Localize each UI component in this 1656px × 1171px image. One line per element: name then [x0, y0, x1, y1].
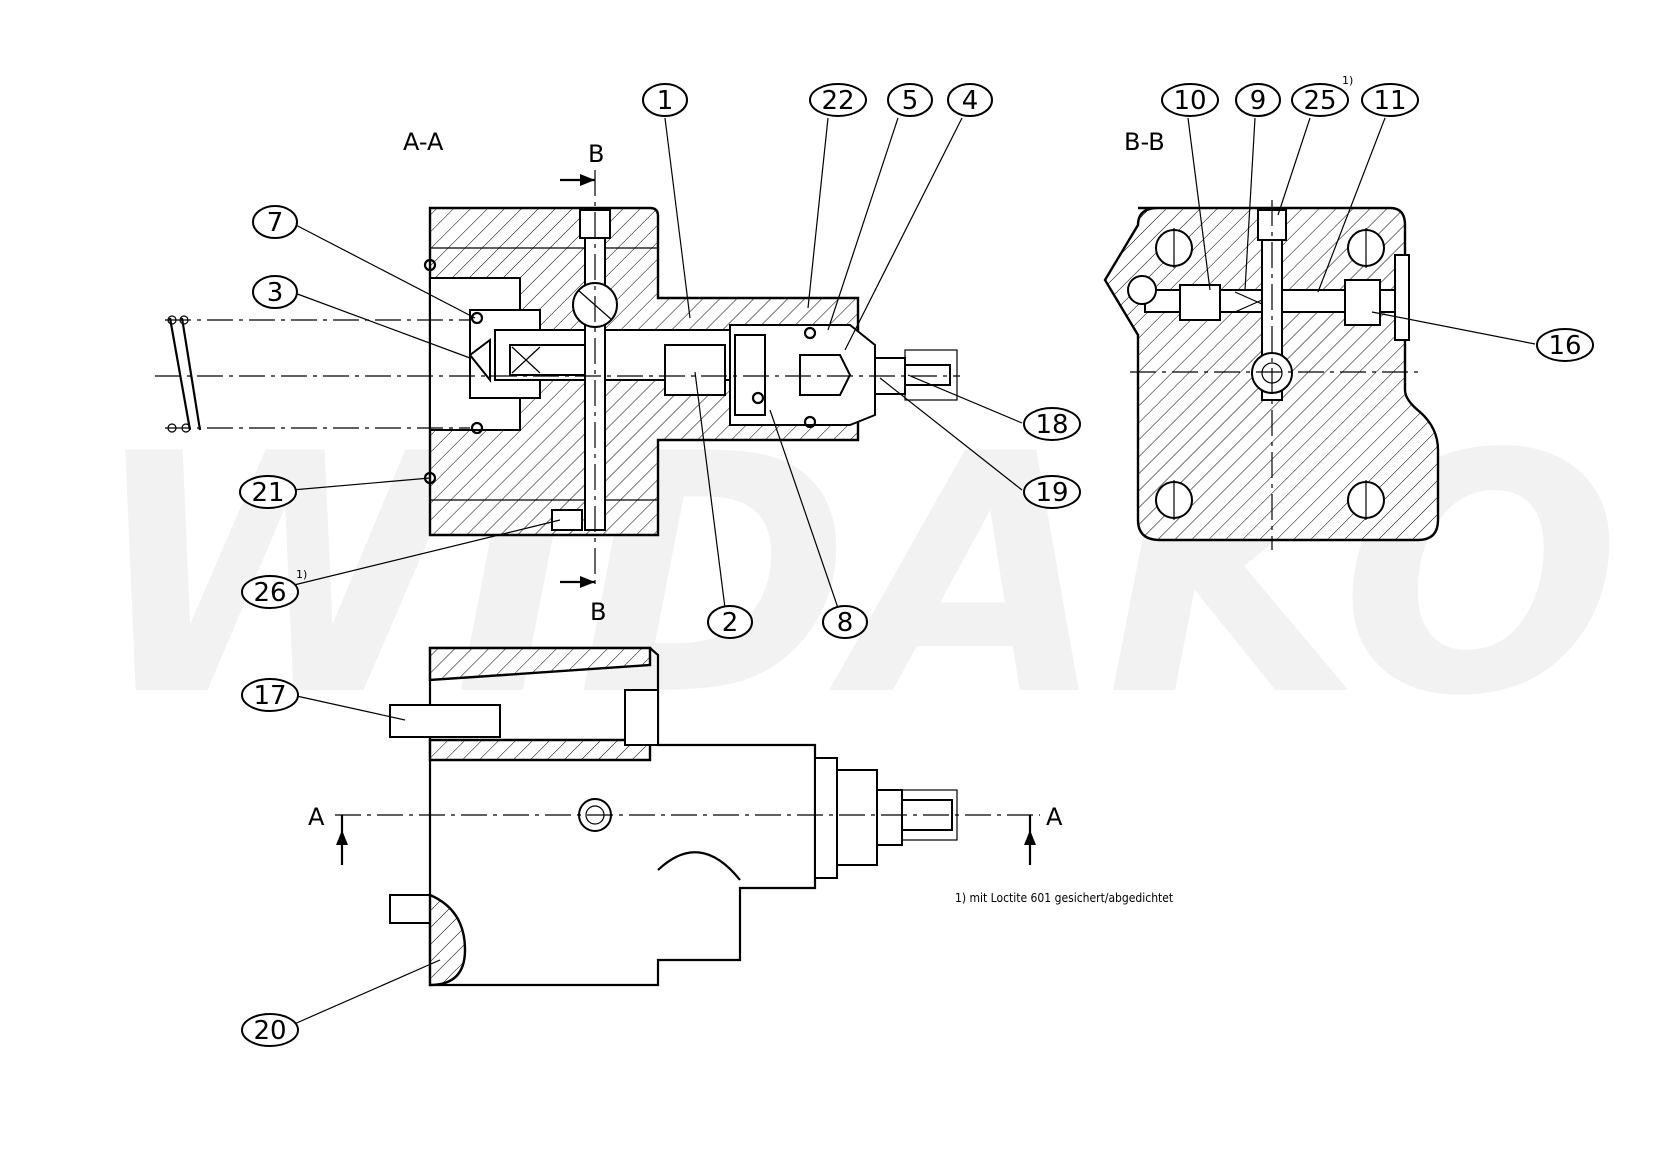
callout-16: 16 — [1536, 328, 1594, 362]
section-bb-view: B-B — [1103, 128, 1440, 550]
callout-7: 7 — [252, 205, 298, 239]
svg-text:18: 18 — [1035, 410, 1068, 440]
cut-a-right-label: A — [1046, 803, 1063, 831]
cut-b-bottom-label: B — [590, 598, 606, 626]
svg-text:4: 4 — [962, 86, 979, 116]
callout-26: 26 1) — [241, 568, 307, 609]
screw-17 — [389, 704, 501, 738]
callout-17: 17 — [241, 678, 299, 712]
callout-4: 4 — [947, 83, 993, 117]
callout-18: 18 — [1023, 407, 1081, 441]
callout-10: 10 — [1161, 83, 1219, 117]
footnote: 1) mit Loctite 601 gesichert/abgedichtet — [955, 891, 1173, 905]
svg-text:5: 5 — [902, 86, 919, 116]
svg-text:1): 1) — [1342, 74, 1353, 87]
piston — [664, 344, 726, 396]
svg-text:26: 26 — [253, 578, 286, 608]
callout-21: 21 — [239, 475, 297, 509]
outlet-stem — [904, 364, 951, 386]
svg-text:19: 19 — [1035, 478, 1068, 508]
svg-text:25: 25 — [1303, 86, 1336, 116]
svg-text:21: 21 — [251, 478, 284, 508]
callout-22: 22 — [809, 83, 867, 117]
svg-text:2: 2 — [722, 608, 739, 638]
svg-text:22: 22 — [821, 86, 854, 116]
side-view: A A — [308, 646, 1063, 987]
svg-text:7: 7 — [267, 208, 284, 238]
svg-text:16: 16 — [1548, 331, 1581, 361]
section-aa-title: A-A — [403, 128, 444, 156]
section-bb-title: B-B — [1124, 128, 1165, 156]
svg-text:1): 1) — [296, 568, 307, 581]
callout-11: 11 — [1361, 83, 1419, 117]
section-aa-view: A-A — [155, 128, 960, 626]
spring — [168, 317, 202, 431]
svg-text:8: 8 — [837, 608, 854, 638]
callout-8: 8 — [822, 605, 868, 639]
svg-text:3: 3 — [267, 278, 284, 308]
svg-text:20: 20 — [253, 1016, 286, 1046]
leader-lines — [289, 117, 1536, 1026]
callout-2: 2 — [707, 605, 753, 639]
svg-text:10: 10 — [1173, 86, 1206, 116]
cut-a-left-label: A — [308, 803, 325, 831]
callout-9: 9 — [1235, 83, 1281, 117]
svg-text:11: 11 — [1373, 86, 1406, 116]
housing-side — [428, 646, 817, 987]
callout-3: 3 — [252, 275, 298, 309]
svg-text:1: 1 — [657, 86, 674, 116]
svg-text:9: 9 — [1250, 86, 1267, 116]
callout-20: 20 — [241, 1013, 299, 1047]
svg-text:17: 17 — [253, 681, 286, 711]
callouts: 1 22 5 4 7 3 21 26 1) 2 8 18 19 10 9 25 1)… — [239, 74, 1594, 1047]
callout-1: 1 — [642, 83, 688, 117]
side-plug — [1394, 254, 1410, 341]
callout-25: 25 1) — [1291, 74, 1353, 117]
callout-5: 5 — [887, 83, 933, 117]
callout-19: 19 — [1023, 475, 1081, 509]
cut-b-top-label: B — [588, 140, 604, 168]
